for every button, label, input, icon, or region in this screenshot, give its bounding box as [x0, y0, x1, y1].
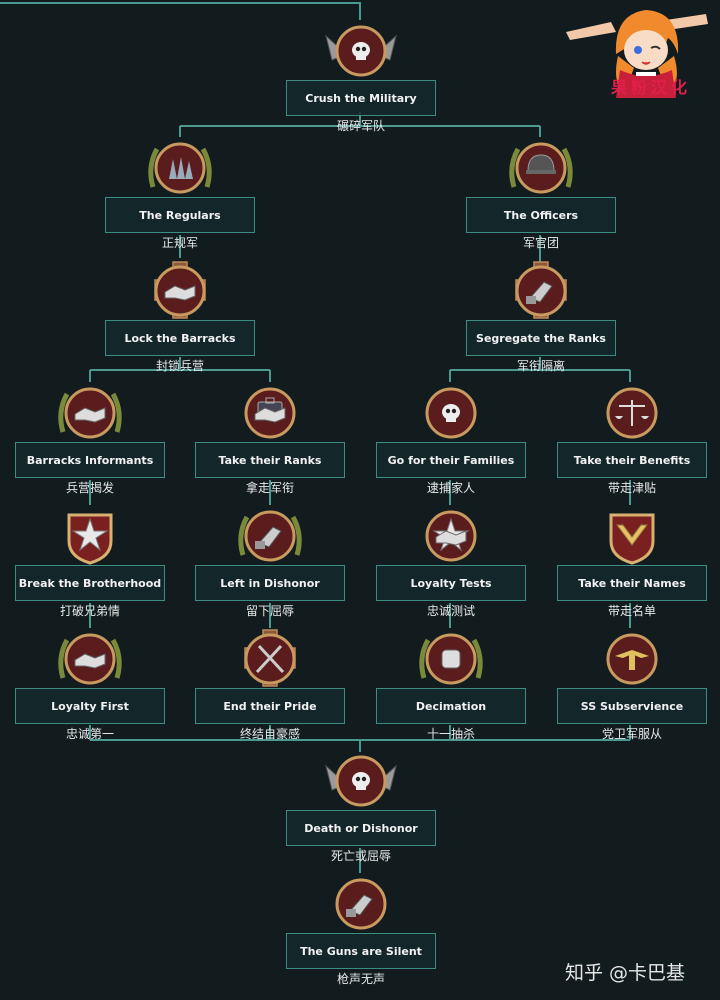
focus-label: Loyalty First: [15, 688, 165, 724]
focus-translation: 忠诚测试: [426, 604, 475, 618]
focus-label: Lock the Barracks: [105, 320, 255, 356]
focus-regulars[interactable]: The Regulars 正规军: [105, 137, 255, 250]
focus-translation: 打破兄弟情: [59, 604, 120, 618]
focus-guns[interactable]: The Guns are Silent 枪声无声: [286, 873, 436, 986]
focus-loyaltyfirst[interactable]: Loyalty First 忠诚第一: [15, 628, 165, 741]
logo-text: 果粉汉化: [610, 78, 691, 97]
focus-names[interactable]: Take their Names 带走名单: [557, 505, 707, 618]
focus-label: Break the Brotherhood: [15, 565, 165, 601]
focus-label: The Regulars: [105, 197, 255, 233]
focus-label: Decimation: [376, 688, 526, 724]
focus-label: SS Subservience: [557, 688, 707, 724]
focus-label: End their Pride: [195, 688, 345, 724]
focus-label: Go for their Families: [376, 442, 526, 478]
focus-translation: 带走名单: [607, 604, 656, 618]
handshake-wreath-icon: [53, 382, 127, 442]
focus-label: Barracks Informants: [15, 442, 165, 478]
focus-label: Crush the Military: [286, 80, 436, 116]
focus-pride[interactable]: End their Pride 终结自豪感: [195, 628, 345, 741]
fist-wreath-icon: [414, 628, 488, 688]
focus-label: Loyalty Tests: [376, 565, 526, 601]
focus-translation: 军官团: [522, 236, 559, 250]
focus-benefits[interactable]: Take their Benefits 带走津贴: [557, 382, 707, 495]
skull-wings-icon: [324, 750, 398, 810]
helmet-laurel-icon: [504, 137, 578, 197]
scales-icon: [595, 382, 669, 442]
focus-crush[interactable]: Crush the Military 碾碎军队: [286, 20, 436, 133]
focus-translation: 忠诚第一: [65, 727, 114, 741]
handshake-cross-icon: [143, 260, 217, 320]
focus-decimation[interactable]: Decimation 十一抽杀: [376, 628, 526, 741]
focus-translation: 十一抽杀: [426, 727, 475, 741]
focus-translation: 碾碎军队: [336, 119, 385, 133]
focus-informants[interactable]: Barracks Informants 兵营揭发: [15, 382, 165, 495]
focus-translation: 封锁兵营: [155, 359, 204, 373]
focus-translation: 死亡或屈辱: [330, 849, 391, 863]
focus-translation: 党卫军服从: [601, 727, 662, 741]
focus-label: The Guns are Silent: [286, 933, 436, 969]
briefcase-handshake-icon: [233, 382, 307, 442]
skull-wings-medal-icon: [324, 20, 398, 80]
focus-translation: 逮捕家人: [426, 481, 475, 495]
soldiers-laurel-icon: [143, 137, 217, 197]
focus-dishonor[interactable]: Left in Dishonor 留下屈辱: [195, 505, 345, 618]
star-shield-icon: [53, 505, 127, 565]
skull-medal-icon: [414, 382, 488, 442]
focus-label: Take their Benefits: [557, 442, 707, 478]
focus-label: The Officers: [466, 197, 616, 233]
focus-takeranks[interactable]: Take their Ranks 拿走军衔: [195, 382, 345, 495]
focus-families[interactable]: Go for their Families 逮捕家人: [376, 382, 526, 495]
watermark: 知乎 @卡巴基: [565, 962, 686, 984]
anime-girl-logo-icon: [566, 10, 708, 98]
focus-translation: 军衔隔离: [516, 359, 565, 373]
focus-translation: 留下屈辱: [245, 604, 294, 618]
focus-label: Segregate the Ranks: [466, 320, 616, 356]
translator-logo: 果粉汉化: [556, 2, 716, 100]
focus-death[interactable]: Death or Dishonor 死亡或屈辱: [286, 750, 436, 863]
star-handshake-icon: [414, 505, 488, 565]
eagle-medal-icon: [595, 628, 669, 688]
focus-label: Take their Ranks: [195, 442, 345, 478]
focus-translation: 终结自豪感: [239, 727, 300, 741]
crossed-hammers-icon: [233, 628, 307, 688]
focus-loyaltytests[interactable]: Loyalty Tests 忠诚测试: [376, 505, 526, 618]
focus-translation: 带走津贴: [607, 481, 656, 495]
chevron-shield-icon: [595, 505, 669, 565]
focus-segregate[interactable]: Segregate the Ranks 军衔隔离: [466, 260, 616, 373]
gauntlet-cross-icon: [504, 260, 578, 320]
focus-translation: 枪声无声: [336, 972, 385, 986]
gauntlet-medal-icon: [324, 873, 398, 933]
focus-officers[interactable]: The Officers 军官团: [466, 137, 616, 250]
handshake-laurel-icon: [53, 628, 127, 688]
focus-translation: 拿走军衔: [245, 481, 294, 495]
gauntlet-wreath-icon: [233, 505, 307, 565]
focus-brotherhood[interactable]: Break the Brotherhood 打破兄弟情: [15, 505, 165, 618]
focus-lock[interactable]: Lock the Barracks 封锁兵营: [105, 260, 255, 373]
focus-translation: 兵营揭发: [65, 481, 114, 495]
focus-ss[interactable]: SS Subservience 党卫军服从: [557, 628, 707, 741]
focus-translation: 正规军: [161, 236, 198, 250]
focus-label: Left in Dishonor: [195, 565, 345, 601]
focus-label: Take their Names: [557, 565, 707, 601]
focus-label: Death or Dishonor: [286, 810, 436, 846]
